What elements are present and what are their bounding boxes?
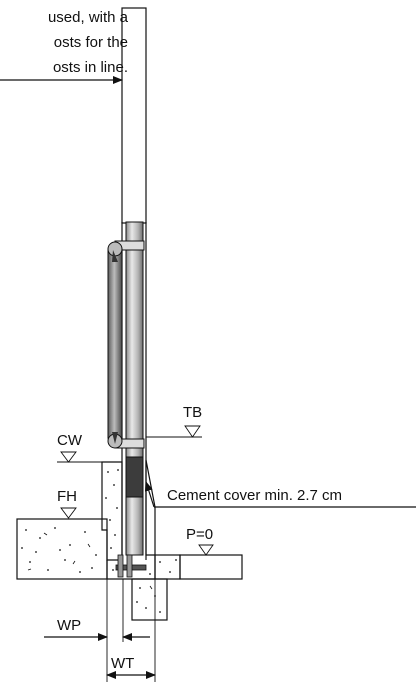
cw-level-marker (60, 451, 77, 463)
note-line-3: osts in line. (53, 59, 128, 76)
anchor-bolt-right (126, 554, 133, 578)
upper-hinge (107, 241, 123, 257)
cement-leader-arrow (144, 481, 155, 508)
tb-label: TB (183, 404, 202, 421)
concrete-wall (101, 461, 123, 561)
hinge-detail-bottom (112, 432, 118, 444)
pier-speckles (136, 585, 161, 613)
fh-level-marker (60, 507, 77, 519)
foundation-pier (131, 578, 168, 621)
post-foot (125, 496, 144, 556)
p-label: P=0 (186, 526, 213, 543)
anchor-bolt-left (117, 554, 124, 578)
wt-label: WT (111, 655, 134, 672)
note-line-2: osts for the (54, 34, 128, 51)
wp-label: WP (57, 617, 81, 634)
note-line-1: used, with a (48, 9, 129, 26)
inner-post (125, 221, 144, 458)
cement-section (125, 456, 144, 498)
ground-slab-right (179, 554, 243, 580)
wall-speckles (105, 469, 119, 549)
cement-cover-label: Cement cover min. 2.7 cm (167, 487, 342, 504)
fh-label: FH (57, 488, 77, 505)
tb-level-marker (184, 425, 201, 438)
footing-speckles (112, 559, 177, 575)
right-footing (154, 554, 181, 580)
wall-wedge (145, 459, 156, 556)
p-level-marker (198, 544, 214, 556)
floor-slab (16, 518, 108, 580)
cw-label: CW (57, 432, 83, 449)
slab-speckles (21, 527, 97, 573)
hinge-detail-top (112, 250, 118, 262)
hinge-rod (107, 245, 123, 443)
note-text: used, with a osts for the osts in line. (48, 9, 129, 76)
